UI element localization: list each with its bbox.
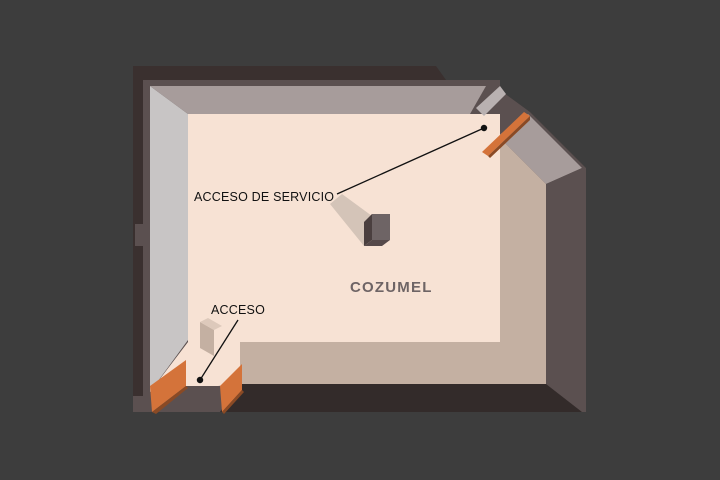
floor (188, 114, 500, 342)
service-access-dot (480, 124, 488, 132)
service-access-label: ACCESO DE SERVICIO (194, 190, 335, 204)
column-side (364, 214, 372, 246)
corner-wall-face (498, 114, 582, 184)
left-wall-face (150, 86, 188, 392)
access-door-left (150, 360, 186, 412)
service-door-edge (488, 116, 530, 158)
column-bottom (364, 240, 390, 246)
top-wall-face (150, 86, 486, 114)
entry-partition (200, 322, 214, 356)
service-door-frame (476, 86, 506, 116)
access-dot (196, 376, 204, 384)
bottom-left-post (133, 396, 147, 412)
access-label: ACCESO (211, 303, 265, 317)
access-door-left-edge (152, 386, 188, 414)
room-name: COZUMEL (350, 279, 433, 296)
service-door (482, 112, 530, 156)
column-top (372, 214, 390, 240)
left-wall-notch (135, 224, 145, 246)
column-shadow (330, 194, 372, 246)
right-wall-face (546, 168, 582, 410)
access-door-right (220, 364, 242, 412)
access-leader (199, 319, 239, 381)
access-door-right-edge (222, 390, 244, 414)
entry-partition-top (200, 318, 222, 330)
bottom-wall (220, 384, 582, 412)
service-access-leader (336, 127, 485, 195)
